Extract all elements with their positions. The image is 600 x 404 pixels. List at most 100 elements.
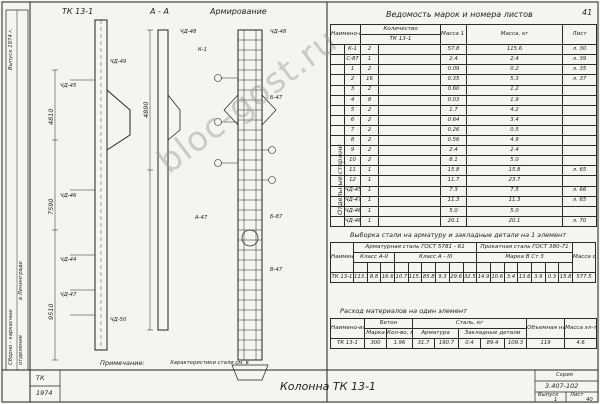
- spec-cell: 1.7: [440, 104, 468, 116]
- spec-cell: 8: [343, 135, 362, 147]
- spec-cell: [378, 215, 442, 227]
- spec-cell: 20.1: [466, 215, 564, 227]
- spec-cell: [562, 135, 598, 147]
- spec-cell: [378, 94, 442, 106]
- stirrups: [238, 39, 262, 351]
- steel-cell: 3.4: [503, 272, 519, 284]
- mark-label: А-47: [195, 215, 208, 221]
- materials-header-cell: Арматура: [412, 328, 459, 340]
- spec-cell: л. 66: [562, 185, 598, 197]
- spec-cell: 1: [360, 215, 380, 227]
- spec-cell: 8: [360, 94, 380, 106]
- spec-cell: 2: [360, 104, 380, 116]
- spec-cell: 2: [360, 114, 380, 126]
- spec-cell: 6: [343, 114, 362, 126]
- stamp-issue: 1: [554, 397, 558, 403]
- steel-cell: 15.8: [558, 272, 573, 284]
- spec-cell: 5: [343, 104, 362, 116]
- steel-cell: 10.6: [489, 272, 505, 284]
- steel-cell: 85.8: [421, 272, 437, 284]
- spec-cell: [330, 124, 345, 137]
- steel-cell: 0.3: [544, 272, 560, 284]
- stamp-series-label: Серия: [556, 372, 573, 378]
- stamp-sheet: 40: [586, 397, 593, 403]
- spec-cell: 2: [360, 145, 380, 157]
- spec-cell: 9: [343, 145, 362, 157]
- spec-cell: 2: [360, 84, 380, 96]
- spec-cell: 4.9: [466, 135, 564, 147]
- spec-cell: [378, 175, 442, 187]
- spec-cell: [562, 114, 598, 126]
- mark-label: В-47: [270, 267, 283, 273]
- steel-cell: 577.5: [572, 272, 596, 284]
- steel-class-cell: Класс А-II: [352, 252, 396, 264]
- spec-cell: 7.3: [440, 185, 468, 197]
- steel-table: Наименование элемента Арматурная сталь Г…: [330, 241, 596, 284]
- section-aa-label: А - А: [150, 7, 169, 16]
- mark-label: ЧД-46: [60, 193, 77, 199]
- spec-cell: 2: [360, 135, 380, 147]
- mark-label: Б-87: [270, 214, 283, 220]
- spec-cell: ЧД-46: [343, 215, 362, 227]
- materials-cell: 1.96: [386, 338, 413, 350]
- spec-cell: 23.7: [466, 175, 564, 187]
- spec-cell: 0.26: [440, 124, 468, 137]
- spec-cell: [378, 104, 442, 116]
- materials-cell: 109.3: [503, 338, 528, 350]
- spec-cell: 1.9: [466, 94, 564, 106]
- spec-cell: 0.64: [440, 114, 468, 126]
- spec-cell: [562, 145, 598, 157]
- steel-cell: 115.8: [407, 272, 423, 284]
- spec-header-cell: Масса, кг: [466, 23, 564, 46]
- spec-cell: ЧД-45: [343, 185, 362, 197]
- stamp-code: ТК: [36, 374, 45, 382]
- spec-cell: 5.0: [440, 205, 468, 217]
- spec-cell: л. 65: [562, 195, 598, 207]
- materials-header-cell: Объемная нагрузка кг/м3: [526, 317, 566, 340]
- spec-cell: 0.09: [440, 64, 468, 76]
- spec-cell: л. 70: [562, 215, 598, 227]
- steel-cell: 13.6: [517, 272, 532, 284]
- spec-cell: [562, 205, 598, 217]
- reinforcement-cage: [237, 29, 263, 361]
- spec-cell: 2: [360, 44, 380, 56]
- spec-cell: 1.2: [466, 84, 564, 96]
- spec-cell: [378, 84, 442, 96]
- materials-header-cell: Наимено-вание эл-та: [330, 317, 365, 340]
- stamp-issue-label: Выпуск: [538, 392, 559, 398]
- spec-cell: л. 30: [562, 44, 598, 56]
- materials-cell: 89.4: [480, 338, 505, 350]
- spec-cell: [562, 84, 598, 96]
- spec-cell: [330, 84, 345, 96]
- spec-cell: 115.6: [466, 44, 564, 56]
- notes-label: Примечание:: [100, 359, 145, 367]
- spec-cell: 0.2: [466, 64, 564, 76]
- spec-cell: 2.4: [440, 54, 468, 66]
- stamp-series: 3.407-102: [545, 382, 579, 390]
- spec-cell: [330, 54, 345, 66]
- steel-header-cell: Прокатная сталь ГОСТ 380-71: [476, 241, 573, 254]
- spec-cell: 57.8: [440, 44, 468, 56]
- spec-cell: л. 39: [562, 54, 598, 66]
- spec-cell: [378, 185, 442, 197]
- mark-label: К-1: [198, 47, 208, 53]
- spec-cell: [378, 165, 442, 177]
- notes-text: Характеристики стали см. в: [170, 360, 249, 366]
- steel-cell: ТК 13-1: [330, 272, 354, 284]
- spec-header-cell: Наимено-вание изделия: [329, 23, 362, 46]
- steel-cell: 29.6: [448, 272, 464, 284]
- spec-cell: 4: [343, 94, 362, 106]
- materials-cell: ТК 13-1: [330, 338, 365, 350]
- spec-cell: 2: [343, 74, 362, 86]
- detail-circle: [241, 229, 259, 247]
- spec-cell: 3: [343, 84, 362, 96]
- spec-cell: 4.2: [466, 104, 564, 116]
- spec-cell: 15.8: [440, 165, 468, 177]
- dimension-label: 4810: [47, 108, 55, 125]
